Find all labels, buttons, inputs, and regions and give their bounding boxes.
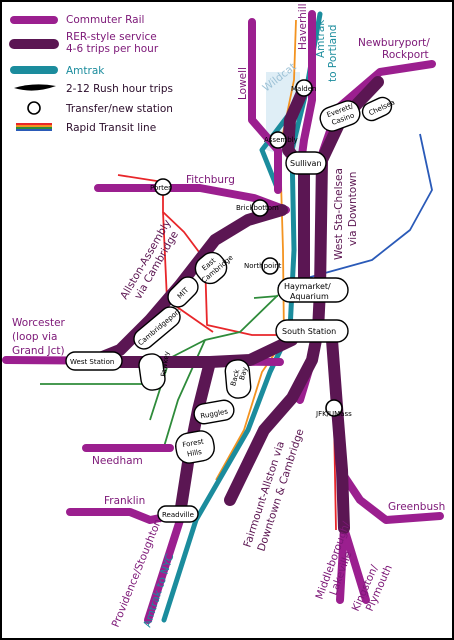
legend-rapid-transit: Rapid Transit line xyxy=(66,122,156,134)
mit-pill[interactable] xyxy=(164,273,202,311)
legend-rt-green xyxy=(16,127,52,129)
transfer-circles xyxy=(154,79,343,417)
kingston-line xyxy=(340,524,370,604)
franklin-label: Franklin xyxy=(104,495,145,507)
south-station-label: South Station xyxy=(282,327,336,336)
needham-label: Needham xyxy=(92,455,143,467)
lowell-line xyxy=(248,18,282,194)
porter-label: Porter xyxy=(150,184,171,192)
sullivan-label: Sullivan xyxy=(290,159,322,168)
rer-assembly-branch xyxy=(282,82,310,296)
northpoint-label: Northpoint xyxy=(244,262,282,270)
northpoint-transfer[interactable] xyxy=(261,257,279,275)
fawkey-label: Fawkey xyxy=(160,351,171,378)
legend-rt-orange xyxy=(16,125,52,127)
brickbottom-label: Brickbottom xyxy=(236,204,279,212)
cambridgeport-pill[interactable] xyxy=(130,303,184,353)
chelsea-pill[interactable] xyxy=(360,95,395,124)
brickbottom-transfer[interactable] xyxy=(251,199,269,217)
greenbush-line xyxy=(336,466,444,524)
worcester-1: Worcester xyxy=(12,317,66,329)
rer-southwest xyxy=(174,356,216,520)
amtrak-portland-2: to Portland xyxy=(327,25,339,82)
south-station-pill[interactable] xyxy=(275,319,349,343)
blue-line xyxy=(277,133,433,287)
amtrak-portland-1: Amtrak xyxy=(315,19,327,58)
west-station-pill[interactable] xyxy=(65,351,123,371)
legend-rt-blue xyxy=(16,129,52,131)
legend-swatch-rush-icon xyxy=(14,84,56,91)
fawkey-pill[interactable] xyxy=(138,353,167,392)
legend-swatch-transfer-icon xyxy=(27,101,41,115)
forest-hills-pill[interactable] xyxy=(174,429,217,465)
back-bay-pill[interactable] xyxy=(224,359,252,399)
haverhill-label: Haverhill xyxy=(297,3,309,50)
lowell-label: Lowell xyxy=(237,67,249,100)
forest-hills-label-1: Forest xyxy=(182,437,205,449)
forest-hills-label-2: Hills xyxy=(186,448,202,459)
jfk-transfer[interactable] xyxy=(325,399,343,417)
haymarket-label-1: Haymarket/ xyxy=(284,282,331,291)
middleborough-line xyxy=(336,524,348,604)
assembly-transfer[interactable] xyxy=(269,131,287,149)
fitchburg-label: Fitchburg xyxy=(186,174,235,186)
worcester-2: (loop via xyxy=(12,331,57,343)
rer-fairmount xyxy=(326,334,350,534)
providence-line xyxy=(144,510,186,624)
haymarket-label-2: Aquarium xyxy=(290,292,329,301)
legend-transfer: Transfer/new station xyxy=(65,103,173,115)
legend-amtrak: Amtrak xyxy=(66,65,105,77)
legend-commuter: Commuter Rail xyxy=(66,14,144,26)
legend-rer-1: RER-style service xyxy=(66,31,157,43)
fitchburg-line xyxy=(94,184,290,214)
legend-rt-red xyxy=(16,123,52,125)
assembly-label: Assembly xyxy=(264,136,298,144)
readville-label: Readville xyxy=(162,511,194,519)
sullivan-pill[interactable] xyxy=(285,151,327,175)
everett-pill[interactable] xyxy=(317,98,363,134)
green-line-lechmere xyxy=(253,295,279,299)
west-sta-label-1: West Sta-Chelsea xyxy=(333,168,345,260)
west-station-label: West Station xyxy=(70,358,114,366)
greenbush-label: Greenbush xyxy=(388,501,445,513)
newburyport-1: Newburyport/ xyxy=(358,37,430,49)
back-bay-label-2: Bay xyxy=(238,366,249,381)
station-pills xyxy=(65,95,395,523)
ruggles-pill[interactable] xyxy=(193,399,236,426)
legend-rer-2: 4-6 trips per hour xyxy=(66,43,159,55)
jfk-umass-label: JFK/UMass xyxy=(315,410,352,418)
worcester-3: Grand Jct) xyxy=(12,345,65,357)
newburyport-2: Rockport xyxy=(382,49,429,61)
malden-label: Malden xyxy=(291,85,316,93)
porter-transfer[interactable] xyxy=(154,178,172,196)
legend-rush: 2-12 Rush hour trips xyxy=(66,83,173,95)
malden-transfer[interactable] xyxy=(295,79,313,97)
haymarket-pill[interactable] xyxy=(277,277,349,303)
west-sta-label-2: via Downtown xyxy=(347,172,359,246)
east-cambridge-pill[interactable] xyxy=(191,248,232,289)
legend: Commuter Rail RER-style service 4-6 trip… xyxy=(9,14,173,134)
readville-pill[interactable] xyxy=(157,505,199,523)
